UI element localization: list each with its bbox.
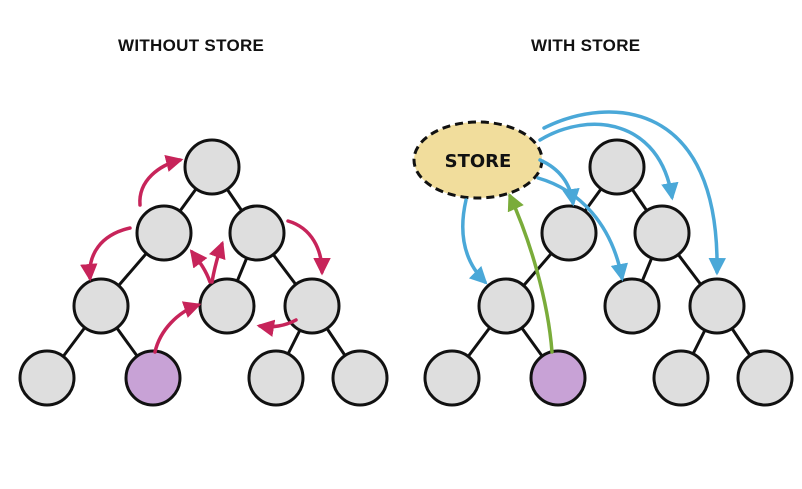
node-leaf-highlighted	[529, 349, 587, 407]
arrow-to-l2-c	[286, 219, 331, 276]
tree-edges-left	[45, 166, 362, 379]
node-l2-b	[198, 277, 256, 335]
arrow-between-l2	[256, 318, 298, 337]
arrow-store-to-l2-c	[542, 110, 726, 276]
node-l2-b	[603, 277, 661, 335]
arrow-store-to-l2-b	[536, 176, 628, 282]
arrow-to-l2-b	[153, 301, 202, 354]
arrow-highlighted-to-store	[507, 192, 554, 354]
tree-nodes-left	[18, 138, 389, 407]
store: STORE	[412, 120, 544, 200]
arrow-store-to-l2-a	[461, 198, 488, 285]
arrow-to-l1-left	[189, 249, 212, 284]
tree-nodes-right	[423, 138, 794, 407]
node-l2-a	[72, 277, 130, 335]
title-with-store: WITH STORE	[531, 36, 641, 55]
node-l1-right	[228, 204, 286, 262]
node-l1-right	[633, 204, 691, 262]
arrow-to-l2-a	[80, 226, 132, 282]
node-leaf-4	[736, 349, 794, 407]
node-leaf-1	[18, 349, 76, 407]
node-leaf-1	[423, 349, 481, 407]
node-l2-c	[283, 277, 341, 335]
node-leaf-4	[331, 349, 389, 407]
node-root	[183, 138, 241, 196]
node-l1-left	[135, 204, 193, 262]
node-l2-a	[477, 277, 535, 335]
node-root	[588, 138, 646, 196]
arrow-store-to-l1-left	[538, 158, 580, 207]
tree-with-store: STORE	[412, 110, 794, 407]
title-without-store: WITHOUT STORE	[118, 36, 265, 55]
arrow-to-l1-right	[208, 240, 226, 284]
store-label: STORE	[445, 151, 512, 172]
tree-without-store	[18, 138, 389, 407]
arrow-to-root	[138, 154, 184, 207]
red-arrows	[80, 154, 331, 354]
node-leaf-highlighted	[124, 349, 182, 407]
node-leaf-3	[652, 349, 710, 407]
arrow-store-to-l1-right	[538, 122, 679, 201]
node-l2-c	[688, 277, 746, 335]
blue-arrows	[461, 110, 726, 285]
node-l1-left	[540, 204, 598, 262]
node-leaf-3	[247, 349, 305, 407]
